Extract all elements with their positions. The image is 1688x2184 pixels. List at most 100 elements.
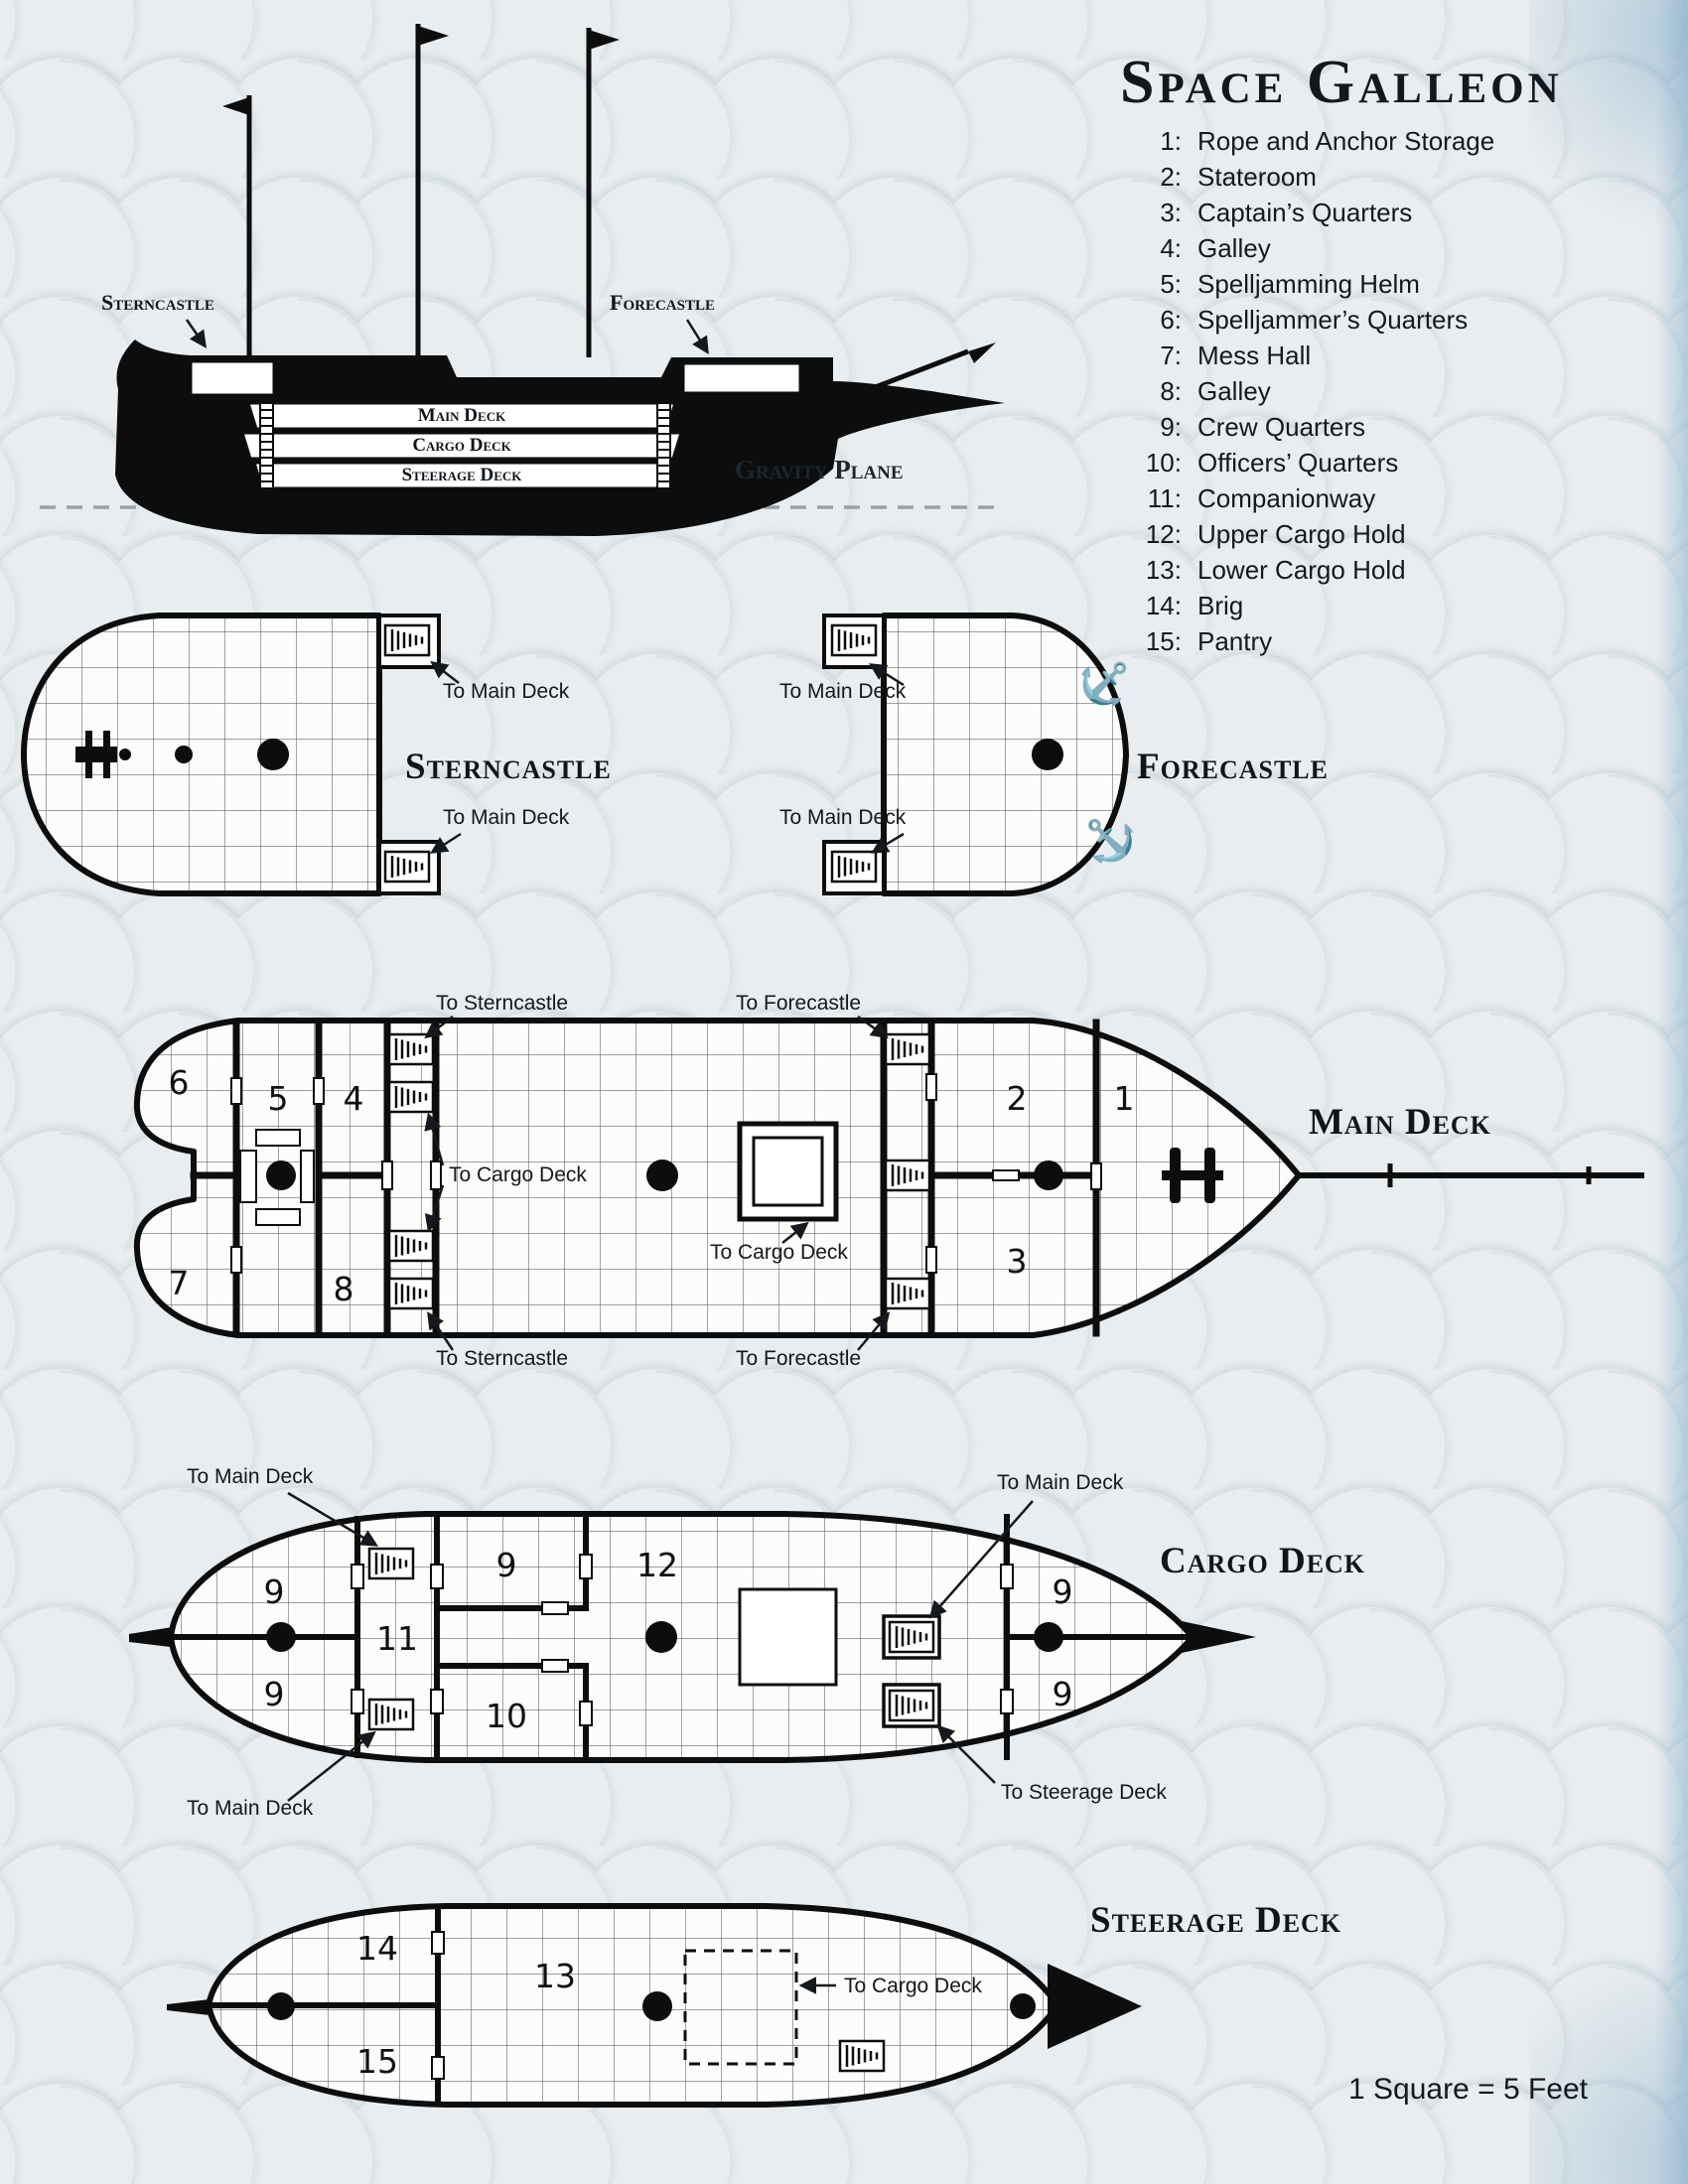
room-number-2: 2 — [1007, 1079, 1028, 1118]
arrow — [870, 832, 905, 854]
helm-furniture — [239, 1129, 315, 1226]
door-markers — [431, 1931, 445, 2080]
arrow — [424, 1016, 454, 1039]
legend-item: 13:Lower Cargo Hold — [1132, 552, 1494, 588]
legend-number: 10: — [1145, 448, 1182, 478]
arrow — [287, 1730, 376, 1802]
label-to-main-deck: To Main Deck — [187, 1465, 314, 1488]
label-to-cargo-deck: To Cargo Deck — [844, 1975, 982, 1997]
label-to-main-deck: To Main Deck — [443, 806, 570, 829]
room-number-15: 15 — [356, 2042, 398, 2081]
stairs-icon — [387, 1277, 435, 1310]
legend-label: Brig — [1197, 591, 1244, 620]
arrow — [781, 1221, 809, 1244]
legend-label: Pantry — [1197, 626, 1273, 656]
arrow — [430, 832, 462, 854]
legend-label: Officers’ Quarters — [1197, 448, 1399, 478]
label-to-main-deck: To Main Deck — [779, 806, 907, 829]
stairs-icon — [888, 1689, 935, 1722]
legend-label: Stateroom — [1197, 162, 1317, 192]
stairs-icon — [838, 2039, 886, 2073]
label-to-main-deck: To Main Deck — [443, 680, 570, 703]
label-to-cargo-deck: To Cargo Deck — [710, 1241, 848, 1264]
capstan-icon — [1162, 1148, 1223, 1203]
stairs-icon — [884, 1032, 931, 1066]
label-to-steerage-deck: To Steerage Deck — [1001, 1781, 1167, 1804]
mast-circle — [1034, 1622, 1063, 1652]
legend-label: Crew Quarters — [1197, 412, 1366, 442]
label-to-main-deck: To Main Deck — [187, 1797, 314, 1820]
room-number-9: 9 — [264, 1572, 285, 1611]
legend-number: 15: — [1145, 626, 1182, 656]
sterncastle-plan: To Main Deck To Main Deck Sterncastle — [21, 613, 611, 896]
mast-circle — [1010, 1993, 1036, 2019]
grid — [884, 615, 1126, 893]
room-number-9: 9 — [496, 1546, 517, 1584]
side-main-deck-label: Main Deck — [418, 405, 506, 426]
room-number-1: 1 — [1114, 1079, 1135, 1118]
room-number-5: 5 — [268, 1079, 289, 1118]
mast-circle — [646, 1160, 678, 1191]
masts — [222, 24, 996, 406]
mast-circle — [1032, 739, 1063, 770]
room-number-12: 12 — [636, 1546, 678, 1584]
legend-label: Captain’s Quarters — [1197, 198, 1413, 227]
legend-item: 3: Captain’s Quarters — [1132, 195, 1494, 230]
legend-item: 5:Spelljamming Helm — [1132, 266, 1494, 302]
arrow — [424, 1112, 445, 1166]
bow-point — [1048, 1964, 1142, 2049]
legend-item: 7:Mess Hall — [1132, 338, 1494, 373]
legend: 1:Rope and Anchor Storage 2:Stateroom 3:… — [1132, 123, 1494, 659]
cargo-deck-plan: 9 9 11 9 10 12 9 9 To Main Deck To Main … — [129, 1465, 1364, 1820]
room-number-3: 3 — [1007, 1242, 1028, 1281]
legend-item: 15: Pantry — [1132, 623, 1494, 659]
main-deck-plan: 6 5 4 7 8 2 1 3 To Sterncastle To Foreca… — [133, 992, 1644, 1370]
scale-note: 1 Square = 5 Feet — [1348, 2073, 1588, 2106]
legend-item: 4: Galley — [1132, 230, 1494, 266]
ballista-icon — [75, 731, 131, 778]
legend-item: 10: Officers’ Quarters — [1132, 445, 1494, 480]
bowsprit — [1281, 1163, 1644, 1187]
mast-circle — [175, 746, 193, 763]
room-number-9: 9 — [264, 1675, 285, 1713]
label-to-sterncastle: To Sterncastle — [436, 1347, 568, 1370]
ladder-hatch-icon — [259, 402, 274, 489]
pennant-icon — [418, 26, 449, 46]
stairs-icon — [830, 850, 878, 884]
arrow — [424, 1184, 445, 1233]
stairs-icon — [884, 1277, 931, 1310]
mast-circle — [257, 739, 289, 770]
legend-item: 8:Galley — [1132, 373, 1494, 409]
legend-number: 6: — [1160, 305, 1182, 335]
stairs-icon — [387, 1229, 435, 1263]
legend-label: Galley — [1197, 233, 1271, 263]
forecastle-side-room — [681, 361, 802, 395]
legend-item: 6: Spelljammer’s Quarters — [1132, 302, 1494, 338]
mast-circle — [645, 1621, 677, 1653]
stairs-icon — [383, 850, 431, 884]
stern-post — [167, 1998, 218, 2016]
stairs-icon — [888, 1620, 935, 1654]
deck-title-forecastle: Forecastle — [1137, 747, 1329, 787]
legend-number: 13: — [1145, 555, 1182, 585]
room-number-11: 11 — [376, 1619, 418, 1658]
legend-number: 4: — [1160, 233, 1182, 263]
deck-title-cargo-deck: Cargo Deck — [1160, 1541, 1365, 1581]
room-number-8: 8 — [334, 1270, 354, 1308]
side-steerage-deck-label: Steerage Deck — [402, 465, 523, 485]
arrow — [869, 663, 905, 687]
room-number-4: 4 — [344, 1079, 364, 1118]
legend-number: 3: — [1160, 198, 1182, 227]
forecastle-hull — [822, 613, 1129, 896]
cargo-hatch — [737, 1121, 839, 1222]
legend-number: 12: — [1145, 519, 1182, 549]
mast-circle — [267, 1992, 295, 2020]
interior-walls — [190, 1019, 1100, 1337]
bow-point — [1182, 1621, 1256, 1653]
label-to-cargo-deck: To Cargo Deck — [449, 1163, 587, 1186]
legend-item: 11:Companionway — [1132, 480, 1494, 516]
stairs-icon — [830, 623, 878, 657]
side-cargo-deck-label: Cargo Deck — [412, 435, 511, 456]
legend-label: Spelljammer’s Quarters — [1197, 305, 1469, 335]
